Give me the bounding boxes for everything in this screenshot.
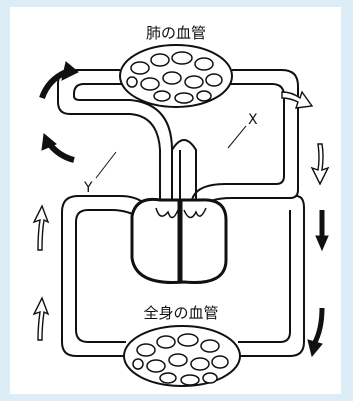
lung-capillary-bed — [120, 45, 232, 107]
x-leader-line — [228, 126, 246, 148]
x-label: X — [248, 112, 258, 128]
body-vessels-label: 全身の血管 — [143, 304, 218, 322]
y-label: Y — [83, 180, 93, 196]
body-capillary-bed — [124, 326, 240, 386]
heart — [132, 199, 226, 282]
y-leader-line — [96, 152, 116, 178]
lung-vessels-label: 肺の血管 — [146, 24, 206, 42]
